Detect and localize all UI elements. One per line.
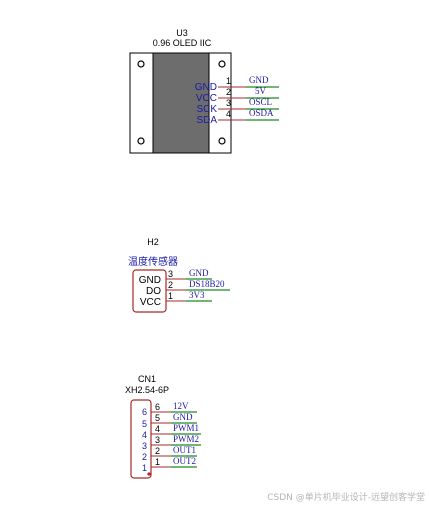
cn1-body-num-6: 6 (142, 407, 147, 417)
h2-temperature-sensor[interactable]: H2 温度传感器 GND 3 GND DO 2 DS18B20 VCC 1 3V… (128, 237, 230, 313)
u3-mount-hole-bl (137, 137, 145, 145)
cn1-body-num-1: 1 (142, 463, 147, 473)
h2-pin1-num: 1 (168, 291, 173, 301)
h2-net-3v3-label: 3V3 (189, 290, 205, 300)
u3-pin3-name: SCK (196, 104, 217, 115)
h2-net-gnd-label: GND (189, 268, 209, 278)
u3-mount-hole-br (218, 137, 226, 145)
u3-ref: U3 (176, 28, 188, 38)
cn1-body-num-4: 4 (142, 430, 147, 440)
u3-pin1-name: GND (195, 82, 217, 93)
cn1-pin5-num: 5 (155, 413, 160, 423)
u3-net-osda-label: OSDA (249, 108, 274, 118)
h2-net-ds18b20-label: DS18B20 (189, 279, 225, 289)
cn1-net-pwm2-label: PWM2 (173, 434, 199, 444)
h2-pin3-name: GND (139, 275, 161, 286)
u3-display-panel (152, 52, 210, 154)
cn1-pin2-num: 2 (155, 446, 160, 456)
h2-ref: H2 (147, 237, 159, 247)
u3-pin1-num: 1 (226, 76, 231, 86)
u3-pin4-name: SDA (196, 115, 217, 126)
cn1-pin4-num: 4 (155, 424, 160, 434)
cn1-net-gnd-label: GND (173, 412, 193, 422)
cn1-value: XH2.54-6P (125, 385, 169, 395)
u3-net-5v-label: 5V (255, 86, 267, 96)
h2-value: 温度传感器 (128, 255, 178, 268)
cn1-net-out1-label: OUT1 (173, 445, 196, 455)
cn1-connector[interactable]: CN1 XH2.54-6P 6 6 12V 5 5 GND 4 4 PWM1 3… (125, 374, 201, 479)
cn1-body-num-5: 5 (142, 419, 147, 429)
cn1-net-pwm1-label: PWM1 (173, 423, 199, 433)
cn1-net-out2-label: OUT2 (173, 456, 196, 466)
h2-pin1-name: VCC (140, 297, 161, 308)
cn1-ref: CN1 (138, 374, 156, 384)
cn1-body-num-3: 3 (142, 441, 147, 451)
cn1-pin6-num: 6 (155, 402, 160, 412)
h2-pin2-num: 2 (168, 280, 173, 290)
u3-pin4-num: 4 (226, 109, 231, 119)
cn1-pin1-num: 1 (155, 457, 160, 467)
h2-pin2-name: DO (146, 286, 161, 297)
u3-value: 0.96 OLED IIC (153, 38, 212, 48)
u3-mount-hole-tr (218, 60, 226, 68)
h2-body (132, 269, 167, 313)
cn1-body-num-2: 2 (142, 452, 147, 462)
watermark: CSDN @单片机毕业设计-远望创客学堂 (267, 491, 425, 503)
cn1-pin1-marker (147, 472, 151, 476)
cn1-net-12v-label: 12V (173, 401, 189, 411)
u3-pin2-num: 2 (226, 87, 231, 97)
cn1-pin3-num: 3 (155, 435, 160, 445)
h2-pin3-num: 3 (168, 269, 173, 279)
u3-net-gnd-label: GND (249, 75, 269, 85)
cn1-body (130, 399, 152, 479)
u3-oled-module[interactable]: U3 0.96 OLED IIC GND 1 GND VCC 2 5V SCK … (129, 28, 279, 154)
u3-net-oscl-label: OSCL (249, 97, 272, 107)
u3-mount-hole-tl (137, 60, 145, 68)
u3-pin2-name: VCC (196, 93, 217, 104)
u3-pin3-num: 3 (226, 98, 231, 108)
